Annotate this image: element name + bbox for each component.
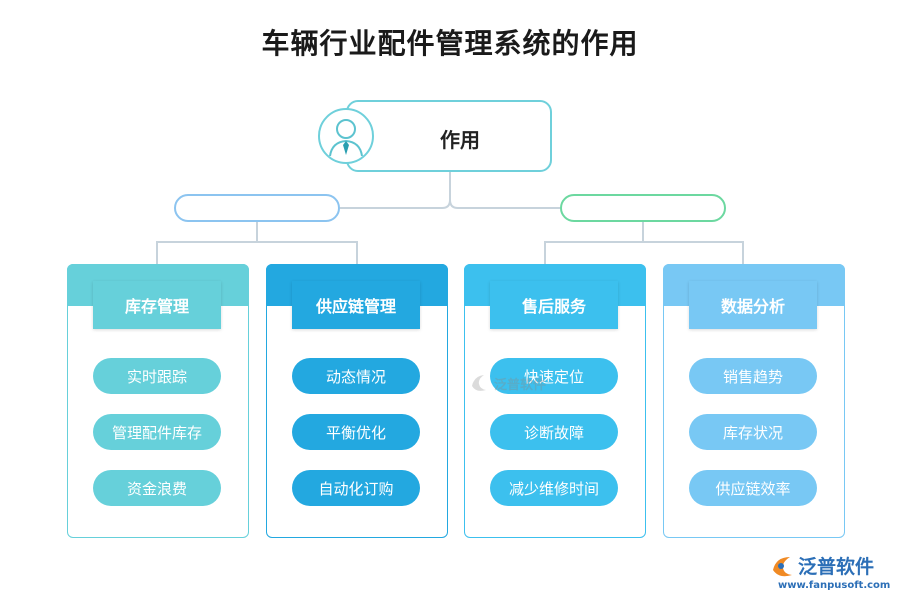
brand-logo: 泛普软件 www.fanpusoft.com [770, 552, 890, 596]
list-item: 自动化订购 [292, 470, 420, 506]
column-data-analysis: 数据分析 销售趋势 库存状况 供应链效率 [663, 264, 845, 538]
list-item: 实时跟踪 [93, 358, 221, 394]
root-node: 作用 [346, 100, 552, 172]
column-header: 库存管理 [93, 281, 221, 329]
list-item: 诊断故障 [490, 414, 618, 450]
branch-pill-right [560, 194, 726, 222]
list-item: 销售趋势 [689, 358, 817, 394]
list-item: 管理配件库存 [93, 414, 221, 450]
list-item: 供应链效率 [689, 470, 817, 506]
column-supply-chain: 供应链管理 动态情况 平衡优化 自动化订购 [266, 264, 448, 538]
column-header: 售后服务 [490, 281, 618, 329]
fanpu-logo-icon [773, 557, 792, 577]
list-item: 快速定位 [490, 358, 618, 394]
brand-url: www.fanpusoft.com [778, 580, 891, 591]
brand-name: 泛普软件 [798, 556, 875, 578]
fanpu-logo-icon [472, 375, 486, 391]
diagram-title: 车辆行业配件管理系统的作用 [261, 27, 639, 60]
list-item: 动态情况 [292, 358, 420, 394]
column-after-sales: 售后服务 快速定位 诊断故障 减少维修时间 [464, 264, 646, 538]
column-header: 数据分析 [689, 281, 817, 329]
list-item: 减少维修时间 [490, 470, 618, 506]
root-label: 作用 [440, 128, 480, 152]
user-icon [318, 108, 374, 164]
branch-pill-left [174, 194, 340, 222]
watermark: 泛普软件 [468, 372, 546, 394]
column-header: 供应链管理 [292, 281, 420, 329]
list-item: 平衡优化 [292, 414, 420, 450]
list-item: 库存状况 [689, 414, 817, 450]
list-item: 资金浪费 [93, 470, 221, 506]
watermark-text: 泛普软件 [494, 377, 547, 393]
column-inventory: 库存管理 实时跟踪 管理配件库存 资金浪费 [67, 264, 249, 538]
